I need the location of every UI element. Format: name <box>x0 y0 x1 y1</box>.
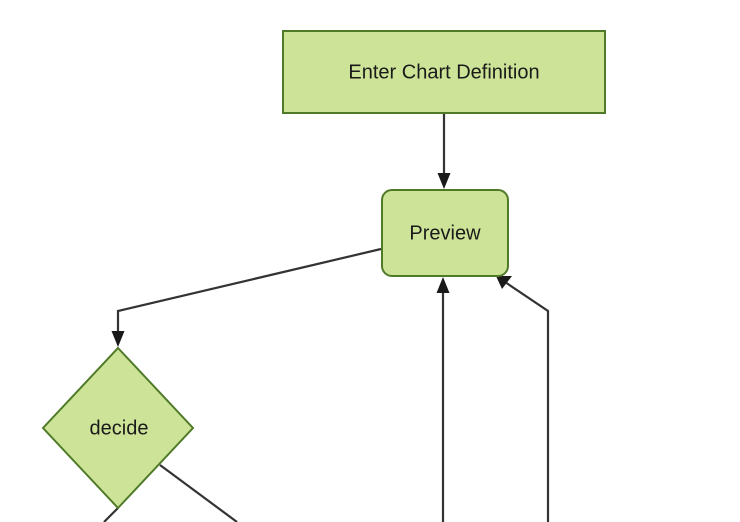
node-label-decide: decide <box>90 417 149 439</box>
edge-line <box>103 507 119 522</box>
edge-line <box>116 247 382 337</box>
edge-preview-to-decide <box>111 247 382 347</box>
node-shape-diamond <box>41 346 195 510</box>
node-decide[interactable]: decide <box>41 346 195 510</box>
edge-decide-to-offscreen-right <box>159 464 238 522</box>
node-label-preview: Preview <box>409 222 481 244</box>
edge-line <box>504 281 550 522</box>
edge-enter-to-preview <box>437 113 451 189</box>
edge-loop-right-to-preview <box>496 276 550 522</box>
arrow-head-icon <box>436 277 450 293</box>
arrow-head-icon <box>111 331 125 347</box>
node-label-enter-chart-definition: Enter Chart Definition <box>348 61 539 83</box>
arrow-head-icon <box>437 173 451 189</box>
edge-loop-center-to-preview <box>436 277 450 522</box>
arrow-head-icon <box>496 276 512 289</box>
node-shape-rectangle <box>282 30 606 114</box>
edge-decide-to-offscreen-left <box>103 507 119 522</box>
node-shape-rounded-rectangle <box>381 189 509 277</box>
node-enter-chart-definition[interactable]: Enter Chart Definition <box>282 30 606 114</box>
edge-line <box>159 464 238 522</box>
node-preview[interactable]: Preview <box>381 189 509 277</box>
